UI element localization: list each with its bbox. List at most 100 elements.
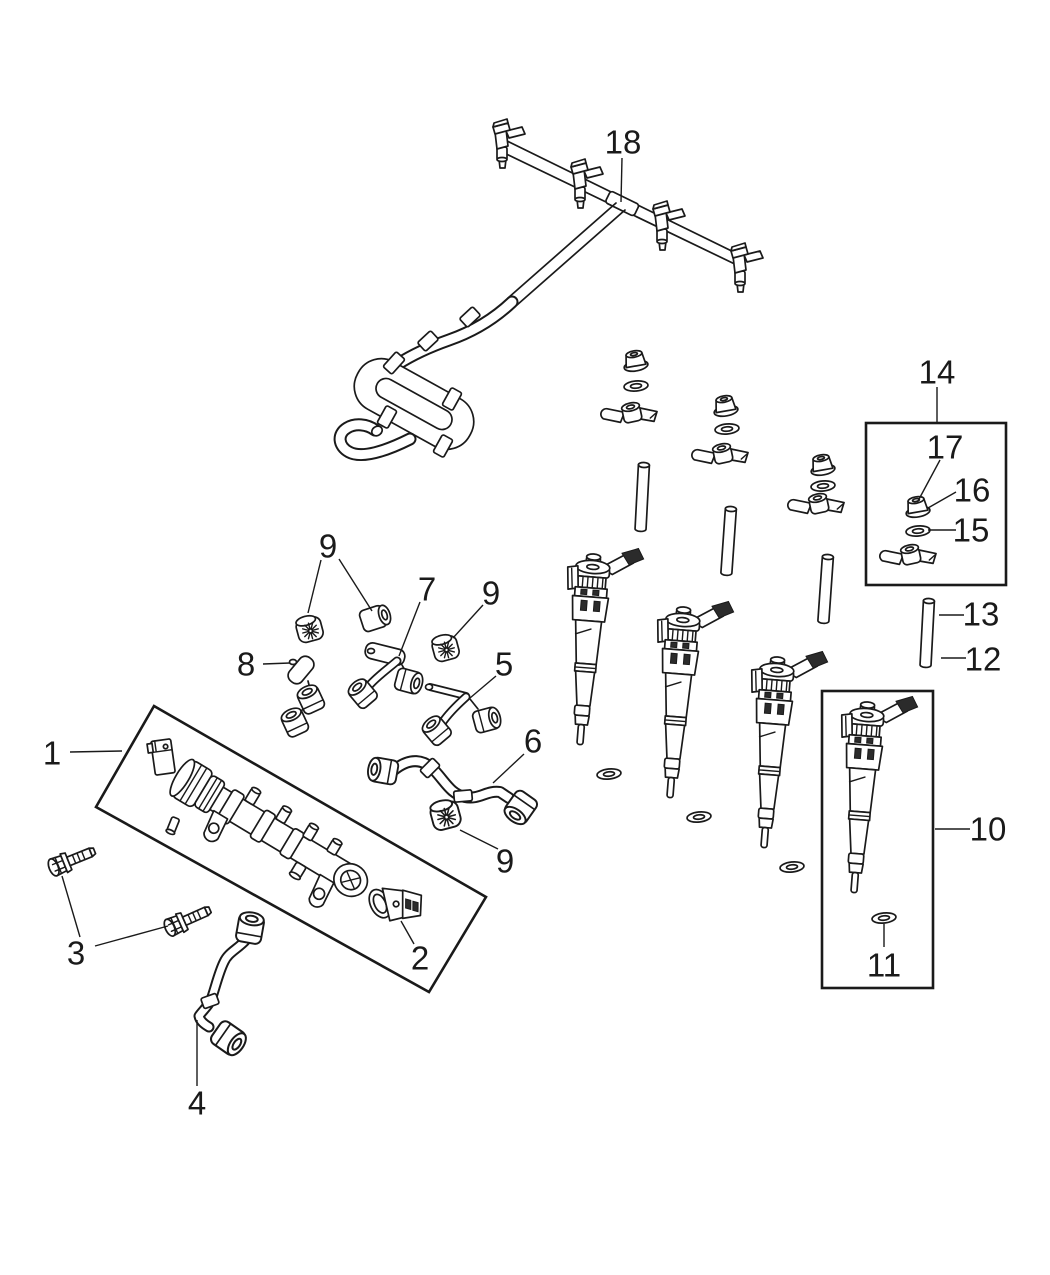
pressure-sensor (363, 881, 425, 924)
callout-5-leader-0 (469, 675, 497, 699)
callout-label-8: 8 (237, 646, 255, 683)
injector-washer-2 (685, 809, 713, 825)
rail-port-3 (302, 822, 320, 842)
fuel-hose-6 (365, 755, 541, 829)
fuel-injector-4 (827, 690, 920, 898)
fuel-tube-4 (193, 909, 267, 1060)
retainer-washer-15 (904, 524, 932, 538)
callout-label-9: 9 (496, 843, 514, 880)
fuel-rail (146, 738, 369, 908)
callout-label-18: 18 (605, 124, 642, 161)
fuel-tube-7 (344, 642, 426, 712)
callout-16-leader-0 (927, 491, 957, 509)
hose-sleeve-2 (417, 330, 439, 352)
hose-open-end (370, 425, 384, 437)
rail-bolt-1 (44, 840, 100, 880)
rail-port-1 (244, 786, 262, 806)
retainer-washer-b (713, 422, 741, 436)
callout-7-leader-0 (398, 601, 421, 657)
callout-label-5: 5 (495, 646, 513, 683)
rail-port-2 (275, 805, 293, 824)
callout-9-leader-1 (338, 558, 373, 612)
fuel-injector-1 (553, 542, 646, 750)
callout-9-leader-0 (307, 559, 322, 614)
injector-clamp-a (598, 396, 660, 433)
callout-label-13: 13 (963, 596, 1000, 633)
callout-label-10: 10 (970, 811, 1007, 848)
callout-label-9: 9 (482, 575, 500, 612)
callout-label-3: 3 (67, 935, 85, 972)
injector-washer-11 (870, 910, 898, 926)
fuel-tube-8 (278, 655, 327, 740)
callout-label-15: 15 (953, 512, 990, 549)
callout-3-leader-0 (61, 875, 81, 938)
rail-left-collar (169, 758, 226, 814)
hose-sleeve-5 (376, 405, 398, 429)
hose-sleeve-3 (382, 351, 406, 375)
fuel-rail-connector (146, 738, 176, 776)
clamp-stud-b (719, 505, 738, 577)
fuel-line-junction (605, 190, 640, 217)
callout-label-1: 1 (43, 735, 61, 772)
rail-bolt-2 (160, 899, 215, 940)
retainer-group-b (689, 393, 751, 577)
rail-port-4 (326, 837, 343, 856)
fuel-injector-2 (643, 595, 736, 803)
fuel-rail-boundary-box (94, 704, 488, 994)
injector-washer-3 (778, 859, 806, 875)
fuel-tube-5 (418, 683, 504, 749)
hose-hook (335, 420, 415, 460)
rail-ear-1 (203, 809, 229, 843)
callout-label-2: 2 (411, 940, 429, 977)
branch-tube-edge-2 (516, 209, 626, 306)
fuel-line-connector-2 (570, 158, 604, 209)
callout-label-4: 4 (188, 1085, 206, 1122)
rail-band-2 (249, 809, 276, 843)
rail-end-ring (333, 862, 369, 898)
callout-label-7: 7 (418, 571, 436, 608)
line-nut-9c (429, 631, 462, 664)
callout-18-leader-0 (620, 157, 623, 203)
callout-label-9: 9 (319, 528, 337, 565)
callout-label-14: 14 (919, 354, 956, 391)
rail-ear-2 (308, 873, 335, 908)
injector-clamp-b (689, 437, 751, 474)
branch-hose (393, 297, 517, 369)
fuel-line-assembly (333, 118, 764, 462)
hose-sleeve-4 (441, 387, 463, 411)
retainer-washer-c (809, 479, 837, 493)
callout-label-16: 16 (954, 472, 991, 509)
callout-9-leader-0 (459, 829, 499, 850)
fuel-injector-3 (737, 645, 830, 853)
branch-tube-edge-1 (507, 202, 617, 299)
clamp-stud-c (816, 553, 835, 625)
callout-label-12: 12 (965, 641, 1002, 678)
callout-9-leader-0 (452, 604, 484, 639)
retainer-nut-17 (902, 494, 932, 520)
retainer-washer-a (622, 379, 650, 393)
line-nut-9a (293, 612, 326, 645)
injector-clamp-14 (877, 538, 939, 575)
callout-3-leader-1 (94, 925, 169, 947)
clamp-stud-12-13 (919, 597, 936, 669)
rail-band-3 (279, 828, 305, 860)
line-nut-9b (357, 601, 394, 634)
callout-17-leader-0 (917, 459, 941, 502)
hose-sleeve-1 (459, 306, 481, 328)
retainer-nut-a (620, 348, 650, 374)
retainer-kit-box-14 (864, 421, 1008, 587)
fuel-line-connector-4 (730, 242, 764, 293)
hose-sleeve-6 (432, 434, 454, 458)
retainer-nut-c (807, 452, 837, 478)
clamp-stud-a (634, 461, 651, 533)
rail-bottom-port (288, 861, 307, 881)
callout-8-leader-0 (262, 662, 291, 665)
callout-label-17: 17 (927, 429, 964, 466)
injector-washer-1 (595, 766, 623, 782)
retainer-nut-b (710, 393, 740, 419)
retainer-group-a (598, 348, 660, 533)
callout-2-leader-0 (400, 920, 415, 945)
